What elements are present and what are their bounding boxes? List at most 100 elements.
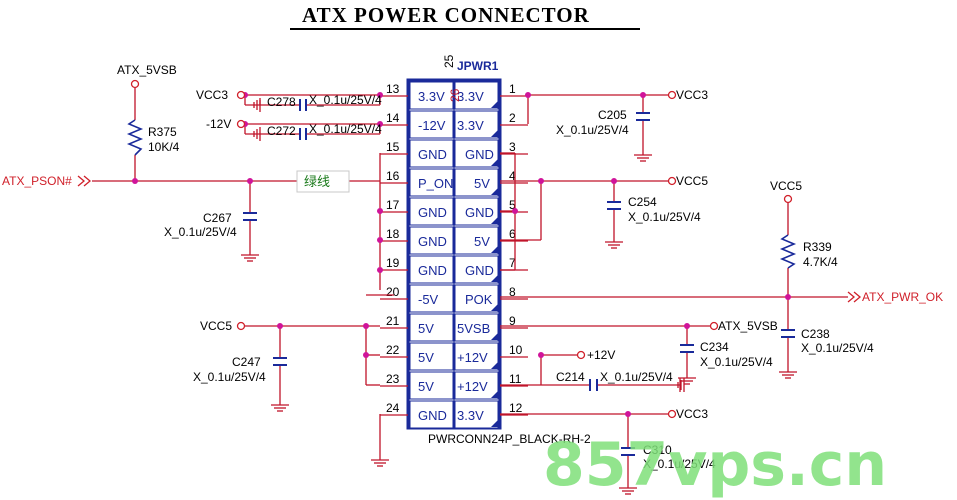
- junction-dot: [625, 411, 631, 417]
- junction-dot: [684, 323, 690, 329]
- port-vcc3-r1: [667, 90, 677, 100]
- pin-number-left: 24: [386, 401, 400, 415]
- junction-dot: [377, 92, 383, 98]
- pin-label-right: GND: [465, 147, 494, 162]
- ground-icon: [241, 254, 259, 262]
- pin-number-left: 23: [386, 372, 400, 386]
- junction-dot: [247, 178, 253, 184]
- c278-value: X_0.1u/25V/4: [309, 93, 382, 107]
- net-vcc3-left: VCC3: [196, 88, 228, 102]
- annotation-green-wire: 绿线: [296, 170, 350, 193]
- pin-label-left: GND: [418, 147, 447, 162]
- pin-cell-right: [454, 371, 499, 400]
- pin-number-right: 3: [509, 140, 516, 154]
- junction-dot: [640, 92, 646, 98]
- ground-icon: [253, 127, 261, 141]
- junction-dot: [525, 92, 531, 98]
- pin-cell-right: [454, 342, 499, 371]
- pin-number-left: 13: [386, 82, 400, 96]
- port-atx-5vsb-top: [130, 79, 140, 89]
- c310-ref: C310: [643, 443, 672, 457]
- pin-cell-left: [409, 371, 454, 400]
- connector-marker-25: 25: [442, 54, 456, 68]
- c272-ref: C272: [267, 124, 296, 138]
- pin-cell-left: [409, 284, 454, 313]
- pin-label-left: 3.3V: [418, 89, 445, 104]
- net-vcc3-r1: VCC3: [676, 88, 708, 102]
- junction-dot: [512, 208, 518, 214]
- pin-label-right: POK: [465, 292, 493, 307]
- pin-label-left: GND: [418, 205, 447, 220]
- ground-icon: [371, 459, 389, 467]
- pin-key-marker: [491, 391, 498, 398]
- pin-cell-left: [409, 139, 454, 168]
- port-vcc5-left: [236, 321, 246, 331]
- pin-number-right: 4: [509, 169, 516, 183]
- pin-label-right: +12V: [457, 379, 488, 394]
- net-atx-5vsb-top: ATX_5VSB: [117, 63, 177, 77]
- pin-number-right: 1: [509, 82, 516, 96]
- pin-key-marker: [491, 420, 498, 427]
- c234-ref: C234: [700, 340, 729, 354]
- junction-dot: [363, 352, 369, 358]
- c238-ref: C238: [801, 327, 830, 341]
- page-title: ATX POWER CONNECTOR: [302, 3, 590, 27]
- pin-cell-left: [409, 197, 454, 226]
- ground-icon: [779, 371, 797, 379]
- net-atx-pwr-ok: ATX_PWR_OK: [862, 290, 943, 304]
- connector-refdes: JPWR1: [457, 59, 499, 73]
- junction-dot: [377, 208, 383, 214]
- r375-value: 10K/4: [148, 140, 180, 154]
- pin-cell-left: [409, 81, 454, 110]
- c278-ref: C278: [267, 95, 296, 109]
- annotation-box: [296, 170, 350, 193]
- offpage-arrow-pson: [77, 175, 92, 187]
- net-vcc3-r12: VCC3: [676, 407, 708, 421]
- pin-cell-right: [454, 255, 499, 284]
- power-ports: [130, 79, 793, 419]
- net-p12v: +12V: [587, 348, 615, 362]
- pin-cell-right: [454, 313, 499, 342]
- c272-value: X_0.1u/25V/4: [309, 122, 382, 136]
- ground-icon: [634, 154, 652, 162]
- ground-icon: [253, 98, 261, 112]
- pin-cell-left: [409, 342, 454, 371]
- pin-label-right: 5V: [474, 234, 490, 249]
- net-atx-5vsb-r: ATX_5VSB: [718, 319, 778, 333]
- pin-label-left: GND: [418, 234, 447, 249]
- c214-value: X_0.1u/25V/4: [600, 370, 673, 384]
- pin-number-right: 11: [509, 372, 522, 386]
- junction-dot: [132, 178, 138, 184]
- junction-dot: [611, 178, 617, 184]
- net-labels: ATX_5VSB VCC3 -12V ATX_PSON# VCC3 VCC5 V…: [2, 63, 943, 421]
- junction-dot: [538, 352, 544, 358]
- pin-label-left: 5V: [418, 379, 434, 394]
- c267-value: X_0.1u/25V/4: [164, 225, 237, 239]
- pin-key-marker: [491, 304, 498, 311]
- c205-ref: C205: [598, 108, 627, 122]
- pin-number-left: 20: [386, 285, 400, 299]
- pin-number-right: 6: [509, 227, 516, 241]
- pin-cell-left: [409, 226, 454, 255]
- pin-label-left: 5V: [418, 350, 434, 365]
- pin-key-marker: [491, 333, 498, 340]
- r339-ref: R339: [803, 240, 832, 254]
- pin-cell-right: [454, 400, 499, 429]
- c247-ref: C247: [232, 355, 261, 369]
- r375-ref: R375: [148, 125, 177, 139]
- junction-dot: [363, 323, 369, 329]
- pin-key-marker: [491, 159, 498, 166]
- pin-label-left: 5V: [418, 321, 434, 336]
- c214-ref: C214: [556, 370, 585, 384]
- pin-number-right: 2: [509, 111, 516, 125]
- c254-ref: C254: [628, 195, 657, 209]
- connector-marker-26: 26: [448, 88, 462, 102]
- ground-symbols: [241, 98, 797, 495]
- pin-number-right: 7: [509, 256, 516, 270]
- watermark-text: 857vps.cn: [543, 430, 887, 500]
- ground-icon: [619, 487, 637, 495]
